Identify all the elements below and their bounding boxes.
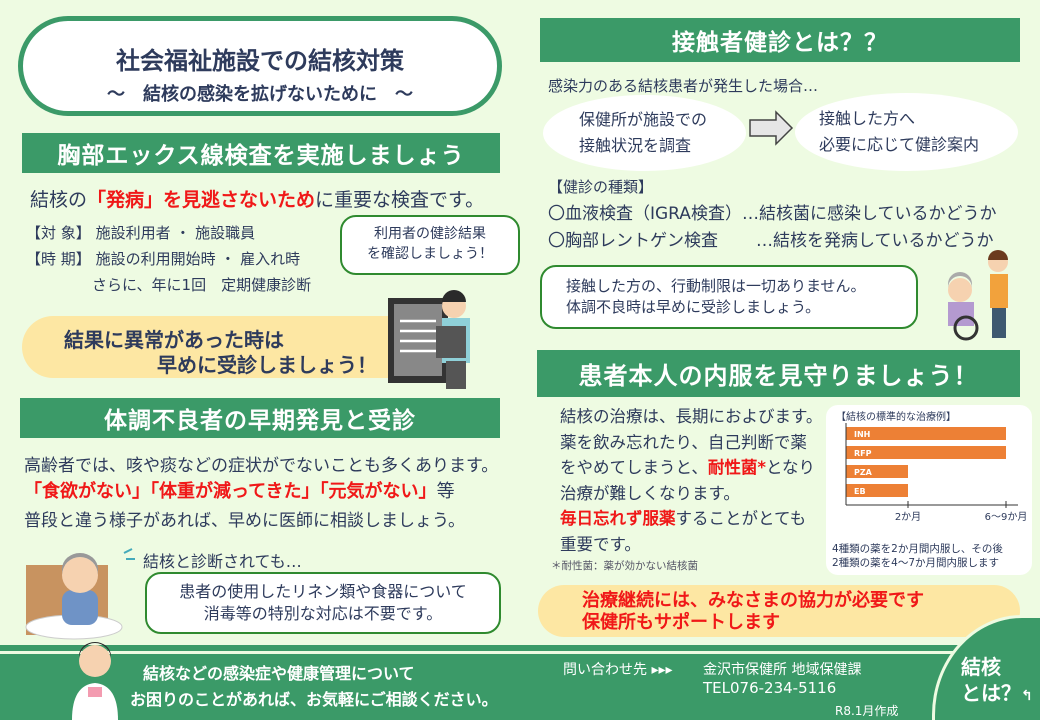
- med-line: 治療が難しくなります。: [560, 483, 740, 503]
- pill-line: 早めに受診しましょう！: [157, 353, 377, 377]
- lead-text-end: に重要な検査です。: [315, 189, 485, 211]
- med-line: 毎日忘れず服薬することがとても: [560, 506, 822, 532]
- lead-text: 結核の: [30, 189, 88, 211]
- chart-bar-pza: [846, 465, 908, 478]
- arrow-right-icon: [749, 110, 794, 146]
- pill-line: 治療継続には、みなさまの協力が必要です: [582, 590, 924, 611]
- step-line: 接触した方へ: [819, 109, 916, 129]
- med-text: をやめてしまうと、: [560, 458, 708, 477]
- step-line: 接触状況を調査: [579, 136, 692, 155]
- return-arrow-icon: ↰: [1021, 688, 1033, 704]
- bubble-line: を確認しましょう！: [367, 246, 493, 262]
- diagnosis-note: 結核と診断されても…: [143, 552, 302, 571]
- exam-desc: …結核を発病しているかどうか: [756, 231, 994, 251]
- bubble-line: 体調不良時は早めに受診しましょう。: [566, 298, 821, 316]
- med-line: をやめてしまうと、耐性菌*となり: [560, 455, 822, 481]
- link-text-2: とは？↰: [961, 680, 1040, 709]
- med-text: することがとても: [675, 509, 807, 528]
- exam-types-label: 【健診の種類】: [548, 178, 654, 196]
- step-line: 必要に応じて健診案内: [819, 135, 980, 154]
- footnote: ＊耐性菌：薬が効かない結核菌: [551, 560, 698, 572]
- timing-row-2: さらに、年に1回 定期健康診断: [92, 276, 312, 294]
- exam-name: 〇血液検査（IGRA検査）: [548, 204, 742, 224]
- med-line: 薬を飲み忘れたり、自己判断で薬: [560, 432, 807, 452]
- chart-caption: 4種類の薬を2か月間内服し、その後: [832, 543, 1003, 555]
- sick-elderly-illustration: [25, 548, 135, 640]
- xray-lead: 結核の「発病」を見逃さないために重要な検査です。: [30, 185, 484, 212]
- footer-message-2: お困りのことがあれば、お気軽にご相談ください。: [130, 690, 498, 709]
- phone-number: TEL076-234-5116: [703, 679, 837, 697]
- med-line: 結核の治療は、長期におよびます。: [560, 407, 823, 426]
- title-banner: 社会福祉施設での結核対策 ～ 結核の感染を拡げないために ～: [18, 16, 502, 116]
- med-line: 重要です。: [560, 534, 641, 554]
- early-detection-header: 体調不良者の早期発見と受診: [20, 398, 500, 438]
- resistant-bacteria-emphasis: 耐性菌*: [707, 458, 766, 477]
- medication-header: 患者本人の内服を見守りましょう！: [537, 350, 1020, 397]
- pill-line: 保健所もサポートします: [582, 612, 780, 633]
- target-label: 【対 象】: [26, 224, 91, 242]
- no-restriction-bubble: 接触した方の、行動制限は一切ありません。 体調不良時は早めに受診しましょう。: [540, 265, 918, 329]
- chart-bar-eb: [846, 484, 908, 497]
- exam-type-xray: 〇胸部レントゲン検査 …結核を発病しているかどうか: [548, 226, 994, 251]
- chart-bar-label: INH: [854, 430, 870, 439]
- med-text: となり: [765, 458, 815, 477]
- nurse-illustration: [72, 642, 118, 720]
- xray-section-header: 胸部エックス線検査を実施しましょう: [22, 133, 500, 173]
- wheelchair-illustration: [948, 250, 1008, 341]
- chart-bar-label: PZA: [854, 468, 873, 477]
- step-guidance: 接触した方へ 必要に応じて健診案内: [795, 93, 1018, 171]
- bubble-line: 患者の使用したリネン類や食器について: [179, 581, 467, 601]
- elderly-text: 高齢者では、咳や痰などの症状がでないことも多くあります。: [24, 456, 499, 476]
- check-results-bubble: 利用者の健診結果 を確認しましょう！: [340, 215, 520, 275]
- daily-medication-emphasis: 毎日忘れず服薬: [560, 509, 676, 528]
- bubble-line: 接触した方の、行動制限は一切ありません。: [566, 277, 866, 295]
- symptoms-text: 「食欲がない」「体重が減ってきた」「元気がない」等: [24, 477, 455, 503]
- target-value: 施設利用者 ・ 施設職員: [95, 224, 256, 242]
- lead-emphasis: 「発病」を見逃さないため: [87, 189, 316, 211]
- chart-caption: 2種類の薬を4～7か月間内服します: [832, 557, 1000, 569]
- footer: 結核などの感染症や健康管理について お困りのことがあれば、お気軽にご相談ください…: [0, 642, 1040, 720]
- timing-value: 施設の利用開始時 ・ 雇入れ時: [95, 250, 301, 268]
- target-row: 【対 象】 施設利用者 ・ 施設職員: [26, 222, 255, 243]
- chart-tick-label: 6～9か月: [985, 511, 1028, 523]
- step-investigation: 保健所が施設での 接触状況を調査: [543, 95, 746, 171]
- no-disinfection-bubble: 患者の使用したリネン類や食器について 消毒等の特別な対応は不要です。: [145, 572, 501, 634]
- abnormal-result-pill: 結果に異常があった時は 早めに受診しましょう！: [22, 316, 442, 378]
- continue-treatment-pill: 治療継続には、みなさまの協力が必要です 保健所もサポートします: [538, 585, 1020, 637]
- bubble-line: 消毒等の特別な対応は不要です。: [203, 604, 443, 623]
- chart-tick-label: 2か月: [895, 511, 921, 523]
- timing-row: 【時 期】 施設の利用開始時 ・ 雇入れ時: [26, 248, 300, 269]
- xray-doctor-illustration: [388, 290, 470, 389]
- contact-exam-header: 接触者健診とは？？: [540, 18, 1020, 62]
- footer-stripe: [0, 651, 1040, 654]
- chart-bar-rfp: [846, 446, 1006, 459]
- medication-text: 結核の治療は、長期におよびます。 薬を飲み忘れたり、自己判断で薬 をやめてしまう…: [560, 404, 822, 557]
- chart-title: 【結核の標準的な治療例】: [836, 412, 956, 423]
- treatment-chart: 【結核の標準的な治療例】 INH RFP PZA EB 2か月 6～9か月 4種類の薬を2…: [826, 405, 1032, 575]
- exam-type-blood: 〇血液検査（IGRA検査）…結核菌に感染しているかどうか: [548, 199, 996, 224]
- symptoms-emphasis: 「食欲がない」「体重が減ってきた」「元気がない」: [24, 481, 437, 502]
- office-name: 金沢市保健所 地域保健課: [703, 662, 862, 678]
- chart-plot: INH RFP PZA EB 2か月 6～9か月: [845, 423, 1028, 523]
- link-text: 結核: [961, 655, 1001, 679]
- pill-line: 結果に異常があった時は: [64, 328, 284, 352]
- page-title: 社会福祉施設での結核対策: [116, 47, 404, 75]
- chart-bar-label: EB: [854, 487, 866, 496]
- timing-label: 【時 期】: [26, 250, 91, 268]
- exam-name: 〇胸部レントゲン検査: [548, 231, 718, 251]
- exam-desc: …結核菌に感染しているかどうか: [741, 204, 997, 224]
- symptoms-suffix: 等: [436, 481, 455, 502]
- chart-bar-inh: [846, 427, 1006, 440]
- created-date: R8.1月作成: [835, 704, 899, 718]
- contact-intro: 感染力のある結核患者が発生した場合…: [548, 77, 819, 95]
- page-subtitle: ～ 結核の感染を拡げないために ～: [107, 84, 413, 105]
- contact-label: 問い合わせ先 ▸▸▸: [563, 662, 673, 678]
- link-text: とは？: [961, 681, 1021, 705]
- consult-text: 普段と違う様子があれば、早めに医師に相談しましょう。: [24, 511, 465, 531]
- chart-bar-label: RFP: [854, 449, 872, 458]
- step-line: 保健所が施設での: [579, 110, 708, 130]
- bubble-line: 利用者の健診結果: [374, 226, 486, 243]
- footer-message-1: 結核などの感染症や健康管理について: [143, 664, 415, 683]
